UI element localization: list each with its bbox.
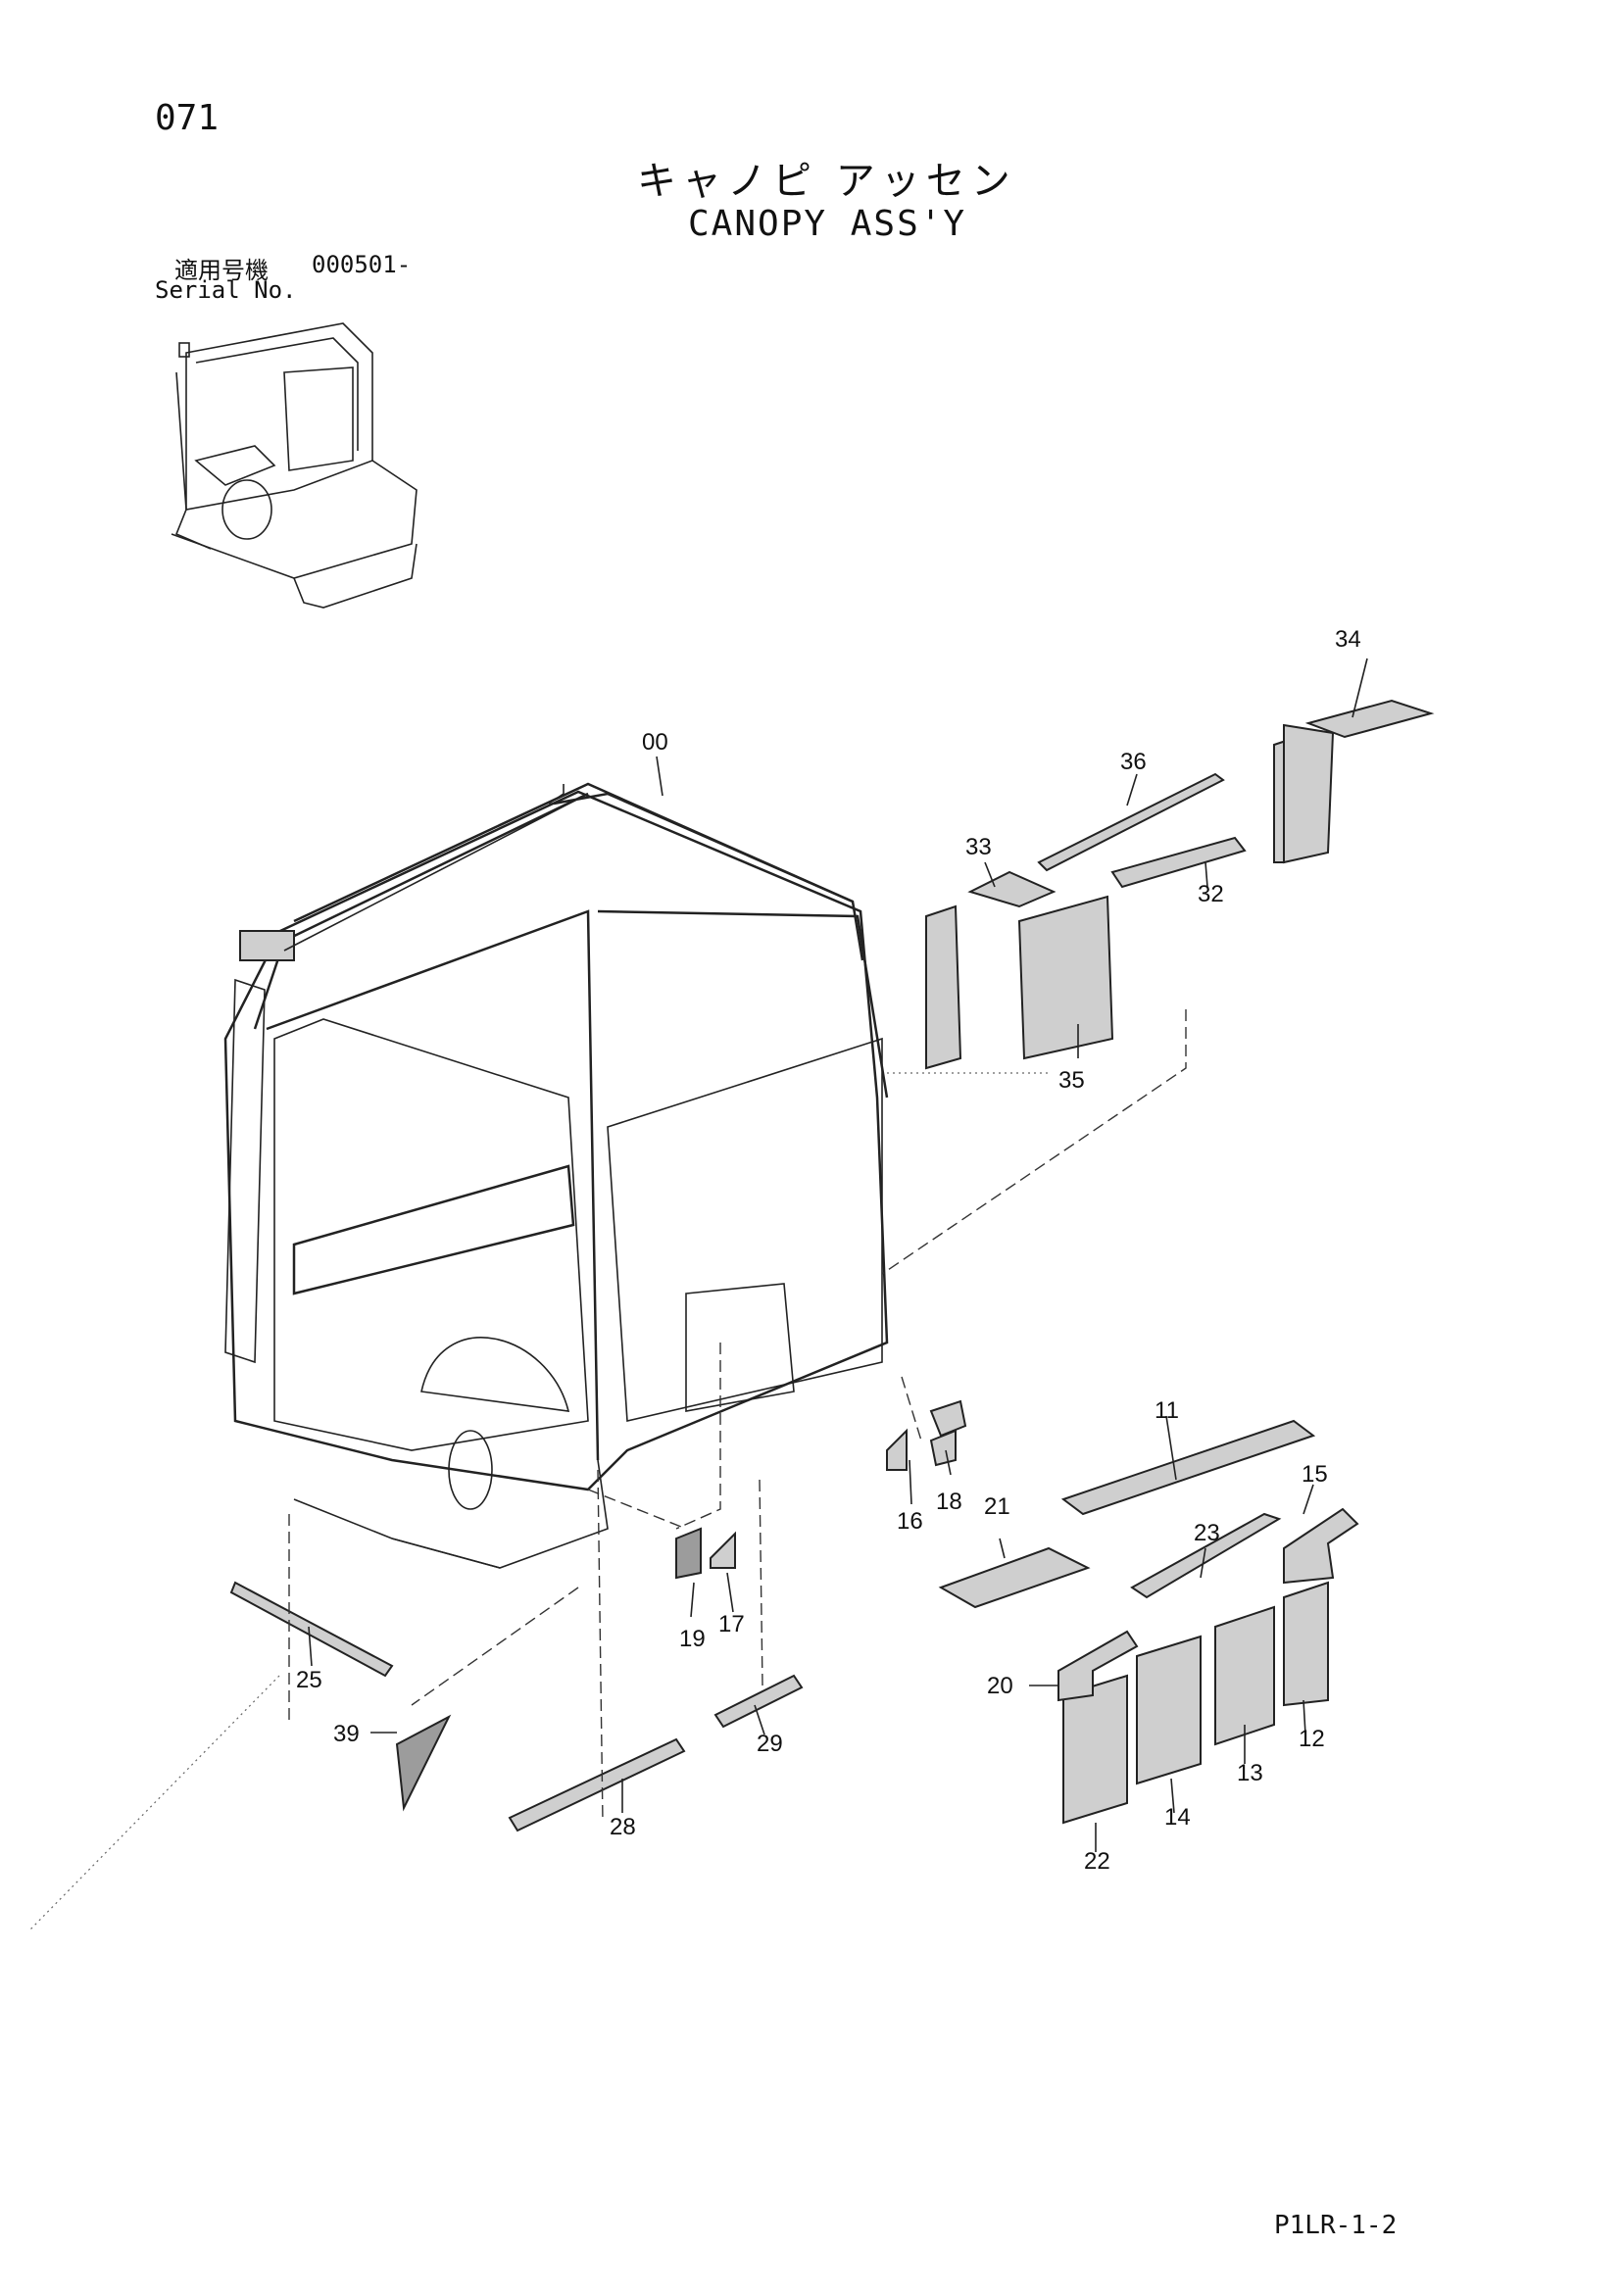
page-title-english: CANOPY ASS'Y — [688, 204, 967, 244]
callout-21: 21 — [984, 1493, 1010, 1520]
serial-number-value: 000501- — [312, 251, 412, 278]
floor-panels — [938, 1419, 1359, 1825]
callout-labels: 00 34 36 33 32 35 11 15 16 18 21 23 19 1… — [296, 626, 1361, 1875]
callout-12: 12 — [1299, 1726, 1325, 1752]
callout-32: 32 — [1198, 881, 1224, 907]
small-brackets — [675, 1399, 967, 1580]
callout-18: 18 — [936, 1489, 962, 1515]
callout-19: 19 — [679, 1626, 706, 1652]
page-title-japanese: キャノピ アッセン — [637, 159, 1016, 204]
callout-00: 00 — [642, 729, 668, 756]
callout-11: 11 — [1155, 1397, 1179, 1424]
callout-29: 29 — [757, 1731, 783, 1757]
page-number: 071 — [155, 98, 220, 138]
callout-13: 13 — [1237, 1760, 1263, 1786]
callout-36: 36 — [1120, 749, 1147, 775]
callout-33: 33 — [965, 834, 992, 860]
assembly-guide-lines — [28, 1009, 1187, 1931]
roof-panels — [925, 699, 1435, 1070]
serial-label-japanese: 適用号機 — [174, 257, 269, 284]
callout-14: 14 — [1164, 1804, 1191, 1831]
callout-22: 22 — [1084, 1848, 1110, 1875]
callout-15: 15 — [1302, 1461, 1328, 1488]
callout-34: 34 — [1335, 626, 1361, 653]
seal-strips — [229, 1581, 804, 1832]
canopy-frame — [223, 782, 889, 1569]
callout-39: 39 — [333, 1721, 360, 1747]
callout-17: 17 — [718, 1611, 745, 1637]
serial-label-english: Serial No. — [155, 276, 297, 304]
footer-page-code: P1LR-1-2 — [1274, 2211, 1398, 2240]
callout-23: 23 — [1194, 1520, 1220, 1546]
machine-thumbnail — [171, 322, 418, 609]
leader-lines — [308, 658, 1368, 1852]
callout-20: 20 — [987, 1673, 1013, 1699]
callout-35: 35 — [1058, 1067, 1085, 1094]
callout-28: 28 — [610, 1814, 636, 1840]
callout-25: 25 — [296, 1667, 322, 1693]
callout-16: 16 — [897, 1508, 923, 1535]
